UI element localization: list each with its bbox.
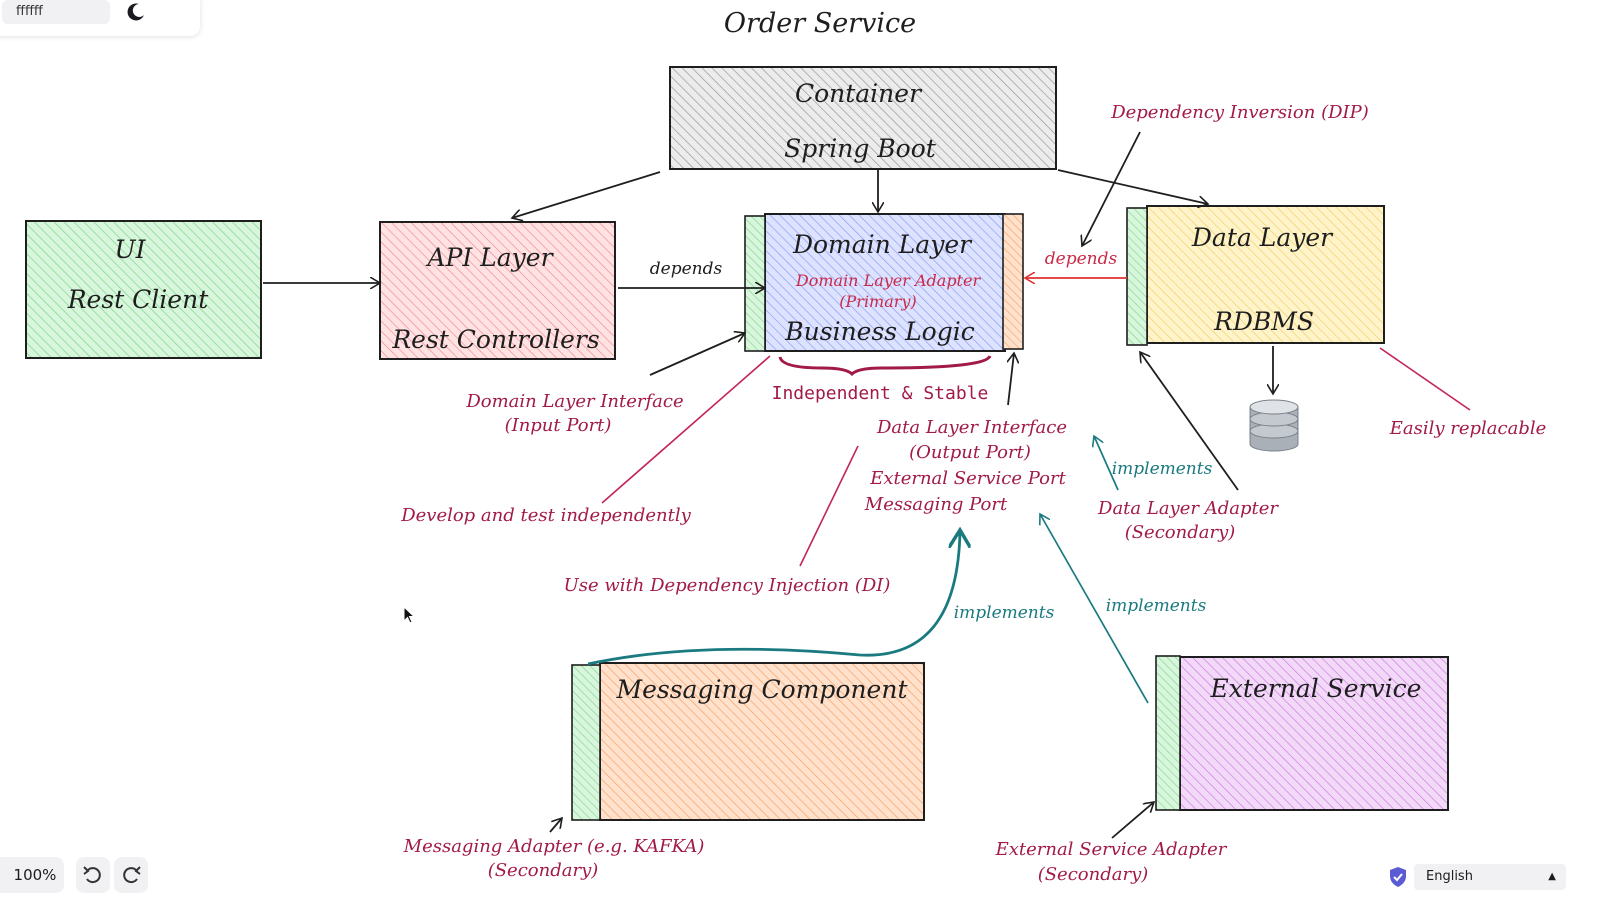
messaging-adapter-label: Messaging Adapter (e.g. KAFKA) bbox=[403, 836, 705, 857]
messaging-port-label: Messaging Port bbox=[864, 494, 1008, 515]
implements-messaging-arrow bbox=[587, 530, 960, 666]
ui-box[interactable]: UI Rest Client bbox=[25, 220, 262, 359]
implements-data-arrow bbox=[1094, 436, 1119, 491]
shield-icon bbox=[1390, 867, 1406, 887]
data-adapter-label: Data Layer Adapter bbox=[1097, 498, 1279, 519]
data-layer-box[interactable]: Data Layer RDBMS bbox=[1126, 205, 1385, 346]
di-line bbox=[799, 445, 859, 567]
dip-arrow bbox=[1082, 131, 1141, 246]
messaging-adapter-sublabel: (Secondary) bbox=[488, 860, 599, 881]
annotation-lines bbox=[601, 347, 1471, 567]
data-adapter-pointer bbox=[1140, 352, 1239, 491]
domain-layer-label: Domain Layer bbox=[792, 230, 973, 259]
undo-icon bbox=[83, 866, 101, 884]
input-port-pointer bbox=[649, 333, 745, 376]
external-port-label: External Service Port bbox=[869, 468, 1066, 489]
output-port-label: Data Layer Interface bbox=[876, 417, 1067, 438]
input-port-label: Domain Layer Interface bbox=[465, 391, 683, 412]
implements-arrows bbox=[587, 436, 1149, 704]
stable-brace bbox=[778, 355, 992, 377]
domain-adapter-sublabel: (Primary) bbox=[839, 292, 916, 311]
input-port-sublabel: (Input Port) bbox=[505, 415, 612, 436]
external-adapter-pointer bbox=[1111, 802, 1154, 839]
implements-messaging-label: implements bbox=[954, 603, 1055, 623]
annotation-labels: depends depends Dependency Inversion (DI… bbox=[400, 102, 1546, 885]
external-adapter-sublabel: (Secondary) bbox=[1038, 864, 1149, 885]
implements-data-label: implements bbox=[1112, 459, 1213, 479]
zoom-level[interactable]: 100% bbox=[0, 857, 64, 893]
independent-label: Independent & Stable bbox=[772, 383, 989, 404]
connector-arrows bbox=[263, 131, 1273, 839]
domain-layer-box[interactable]: Domain Layer Domain Layer Adapter (Prima… bbox=[744, 213, 1024, 352]
container-sublabel: Spring Boot bbox=[784, 134, 937, 163]
diagram-title: Order Service bbox=[724, 8, 916, 39]
develop-label: Develop and test independently bbox=[400, 505, 691, 526]
develop-line bbox=[601, 355, 771, 504]
container-box[interactable]: Container Spring Boot bbox=[669, 66, 1057, 170]
implements-external-label: implements bbox=[1106, 596, 1207, 616]
caret-up-icon: ▲ bbox=[1548, 871, 1556, 882]
messaging-component-label: Messaging Component bbox=[616, 675, 909, 704]
data-adapter-sublabel: (Secondary) bbox=[1125, 522, 1236, 543]
api-layer-label: API Layer bbox=[425, 243, 554, 272]
background-color-input[interactable]: ffffff bbox=[2, 0, 110, 24]
external-service-label: External Service bbox=[1210, 674, 1422, 703]
business-logic-label: Business Logic bbox=[784, 317, 974, 346]
external-service-box[interactable]: External Service bbox=[1155, 655, 1449, 811]
ui-sublabel: Rest Client bbox=[67, 285, 209, 314]
external-port-strip bbox=[1155, 655, 1181, 811]
easily-line bbox=[1379, 347, 1471, 411]
api-layer-sublabel: Rest Controllers bbox=[391, 325, 599, 354]
moon-icon[interactable] bbox=[122, 0, 150, 26]
data-layer-label: Data Layer bbox=[1191, 223, 1334, 252]
messaging-adapter-pointer bbox=[549, 818, 562, 833]
language-value: English bbox=[1426, 869, 1473, 884]
undo-button[interactable] bbox=[76, 857, 110, 893]
external-adapter-label: External Service Adapter bbox=[995, 839, 1228, 860]
output-port-strip bbox=[1002, 213, 1024, 350]
container-to-data-arrow bbox=[1057, 169, 1208, 204]
data-layer-sublabel: RDBMS bbox=[1213, 307, 1314, 336]
messaging-component-box[interactable]: Messaging Component bbox=[571, 662, 925, 821]
redo-icon bbox=[123, 866, 141, 884]
redo-button[interactable] bbox=[114, 857, 148, 893]
messaging-port-strip bbox=[571, 664, 601, 821]
output-port-pointer bbox=[1008, 353, 1014, 406]
input-port-strip bbox=[744, 215, 766, 352]
domain-adapter-label: Domain Layer Adapter bbox=[795, 271, 982, 290]
output-port-sublabel: (Output Port) bbox=[909, 442, 1031, 463]
di-label: Use with Dependency Injection (DI) bbox=[564, 575, 891, 596]
easily-label: Easily replacable bbox=[1389, 418, 1547, 439]
ui-label: UI bbox=[115, 235, 147, 264]
container-to-api-arrow bbox=[512, 171, 661, 218]
implements-external-arrow bbox=[1040, 514, 1149, 704]
container-label: Container bbox=[795, 79, 923, 108]
color-toolbar: ffffff bbox=[0, 0, 200, 36]
database-icon bbox=[1249, 399, 1299, 452]
language-select[interactable]: English ▲ bbox=[1414, 864, 1566, 890]
data-port-strip bbox=[1126, 207, 1148, 346]
dip-label: Dependency Inversion (DIP) bbox=[1110, 102, 1369, 123]
api-layer-box[interactable]: API Layer Rest Controllers bbox=[379, 221, 616, 360]
depends-left-label: depends bbox=[650, 259, 723, 279]
depends-right-label: depends bbox=[1045, 249, 1118, 269]
mouse-cursor-icon bbox=[403, 606, 416, 624]
